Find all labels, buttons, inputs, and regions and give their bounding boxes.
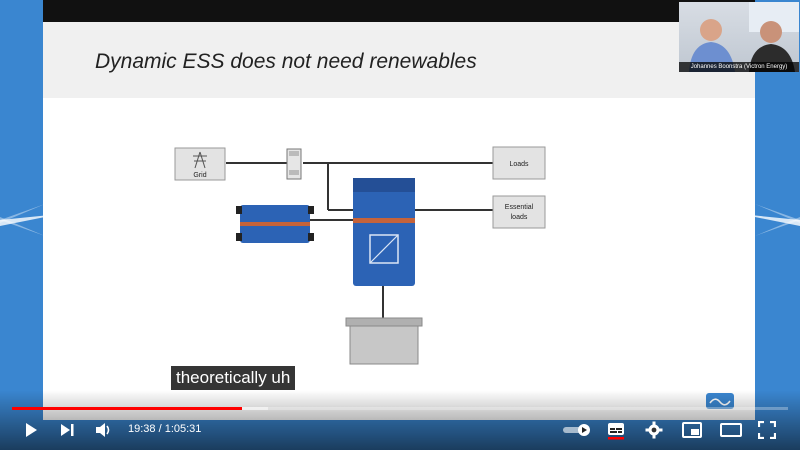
- controls-gradient: [0, 390, 800, 450]
- play-icon: [26, 423, 37, 437]
- time-display: 19:38 / 1:05:31: [128, 423, 201, 435]
- slide-title: Dynamic ESS does not need renewables: [95, 50, 477, 73]
- progress-bar[interactable]: [12, 407, 788, 410]
- webcam-caption: Johannes Boonstra (Victron Energy): [679, 62, 799, 72]
- autoplay-toggle-icon: [563, 424, 590, 436]
- meter-terminal: [308, 206, 314, 214]
- loads-box: [492, 146, 546, 180]
- essential-loads-box: [492, 195, 546, 229]
- subtitles-icon: [608, 423, 624, 440]
- fullscreen-icon: [758, 421, 776, 439]
- time-separator: /: [155, 423, 165, 435]
- theater-mode-button[interactable]: [718, 419, 744, 441]
- autoplay-toggle[interactable]: [560, 421, 594, 439]
- caption-text: theoretically uh: [171, 366, 296, 390]
- meter-terminal: [236, 233, 242, 241]
- miniplayer-icon: [682, 422, 702, 438]
- inverter-top: [353, 178, 415, 192]
- inverter-stripe: [353, 218, 415, 223]
- slide-header: [43, 22, 755, 98]
- meter-terminal: [308, 233, 314, 241]
- wiring: [226, 162, 493, 322]
- settings-icon: [645, 421, 663, 439]
- time-total: 1:05:31: [164, 423, 202, 435]
- breaker-top: [289, 151, 299, 156]
- presentation-slide: Dynamic ESS does not need renewables Gr: [43, 0, 799, 420]
- play-button[interactable]: [20, 420, 42, 440]
- system-diagram: Grid Loads Essential loads: [174, 146, 546, 365]
- right-light-burst: [740, 204, 800, 236]
- volume-icon: [96, 423, 110, 437]
- battery-lid: [345, 317, 423, 327]
- progress-played: [12, 407, 243, 410]
- mute-button[interactable]: [92, 420, 116, 440]
- settings-button[interactable]: [642, 419, 666, 441]
- next-button[interactable]: [56, 420, 78, 440]
- slide-top-bar: [43, 0, 755, 22]
- subtitles-button[interactable]: [604, 419, 628, 441]
- breaker-bottom: [289, 170, 299, 175]
- essential-loads-label-line2: loads: [511, 214, 528, 221]
- essential-loads-label-line1: Essential: [505, 204, 534, 211]
- meter-terminal: [236, 206, 242, 214]
- fullscreen-button[interactable]: [756, 419, 778, 441]
- loads-label: Loads: [509, 161, 529, 168]
- energy-meter-stripe: [240, 222, 310, 226]
- webcam-overlay: Johannes Boonstra (Victron Energy): [679, 2, 799, 72]
- theater-mode-icon: [720, 423, 742, 437]
- grid-label: Grid: [193, 172, 206, 179]
- grid-pylon-icon: [193, 151, 207, 169]
- time-current: 19:38: [128, 423, 156, 435]
- inverter-symbol-icon: [369, 234, 399, 264]
- battery: [349, 321, 419, 365]
- miniplayer-button[interactable]: [680, 419, 704, 441]
- next-icon: [61, 424, 74, 436]
- inverter-symbol-diagonal: [369, 234, 399, 264]
- inverter-device: [353, 178, 415, 286]
